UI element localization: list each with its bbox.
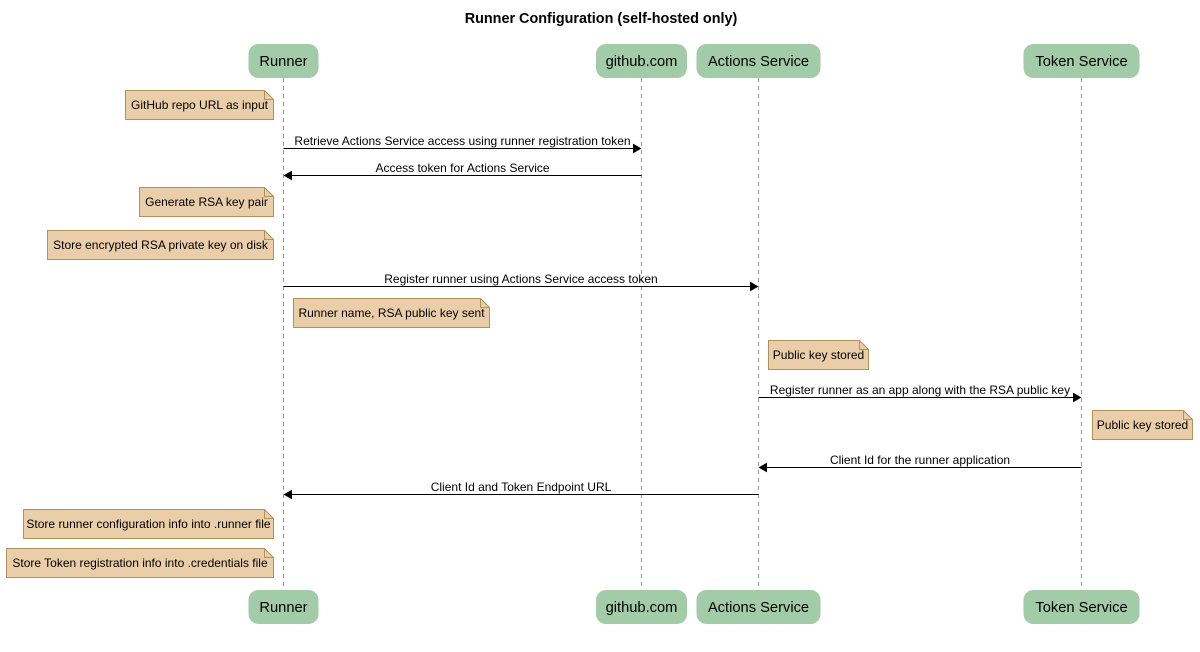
svg-text:Runner: Runner <box>259 54 307 70</box>
svg-text:Store encrypted RSA private ke: Store encrypted RSA private key on disk <box>53 238 269 252</box>
svg-text:Runner Configuration (self-hos: Runner Configuration (self-hosted only) <box>465 11 738 27</box>
svg-text:Register runner as an app alon: Register runner as an app along with the… <box>770 383 1070 397</box>
svg-text:Generate RSA key pair: Generate RSA key pair <box>145 195 268 209</box>
svg-text:Token Service: Token Service <box>1035 54 1127 70</box>
svg-text:Public key stored: Public key stored <box>773 348 864 362</box>
svg-text:Client Id and Token Endpoint U: Client Id and Token Endpoint URL <box>431 480 612 494</box>
svg-text:Runner: Runner <box>259 600 307 616</box>
svg-text:Actions Service: Actions Service <box>708 54 809 70</box>
svg-text:Public key stored: Public key stored <box>1097 418 1188 432</box>
svg-text:Actions Service: Actions Service <box>708 600 809 616</box>
svg-text:github.com: github.com <box>606 600 678 616</box>
svg-text:GitHub repo URL as input: GitHub repo URL as input <box>131 98 269 112</box>
svg-text:Register runner using Actions: Register runner using Actions Service ac… <box>384 272 657 286</box>
svg-text:Access token for Actions Servi: Access token for Actions Service <box>375 161 549 175</box>
svg-text:Token Service: Token Service <box>1035 600 1127 616</box>
svg-text:Store Token registration info: Store Token registration info into .cred… <box>12 556 268 570</box>
svg-text:Store runner configuration inf: Store runner configuration info into .ru… <box>26 517 270 531</box>
svg-text:Client Id for the runner appli: Client Id for the runner application <box>830 453 1010 467</box>
svg-text:Runner name, RSA public key se: Runner name, RSA public key sent <box>298 306 485 320</box>
svg-text:Retrieve Actions Service acces: Retrieve Actions Service access using ru… <box>294 134 630 148</box>
svg-text:github.com: github.com <box>606 54 678 70</box>
